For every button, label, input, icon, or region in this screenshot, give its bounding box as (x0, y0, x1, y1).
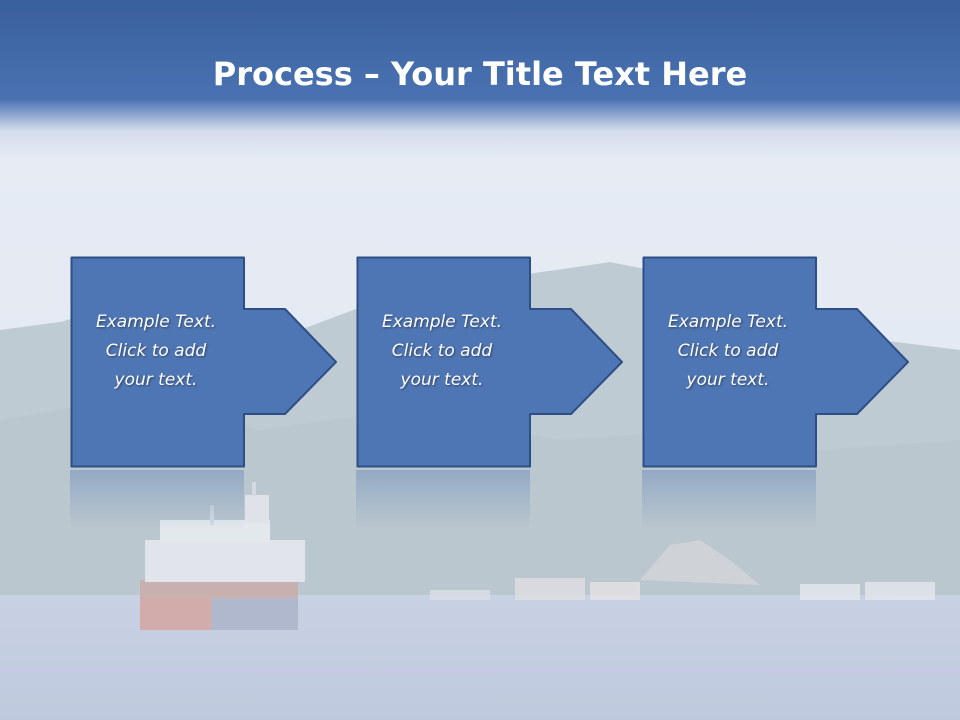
step-reflection (642, 470, 816, 530)
step-text[interactable]: Example Text. Click to add your text. (95, 312, 217, 390)
step-arrow-shape (70, 256, 337, 468)
process-step-3[interactable]: Example Text. Click to add your text. (642, 256, 922, 468)
title-band (0, 0, 960, 160)
step-reflection (356, 470, 530, 530)
step-arrow-shape (642, 256, 909, 468)
ship (140, 482, 305, 630)
step-arrow-shape (356, 256, 623, 468)
title-emphasis: Process (212, 55, 353, 93)
process-step-1[interactable]: Example Text. Click to add your text. (70, 256, 350, 468)
step-reflection (70, 470, 244, 530)
slide-title[interactable]: Process – Your Title Text Here (0, 52, 960, 96)
title-rest: – Your Title Text Here (352, 55, 748, 93)
step-text[interactable]: Example Text. Click to add your text. (381, 312, 503, 390)
step-text[interactable]: Example Text. Click to add your text. (667, 312, 789, 390)
harbor-buildings (430, 578, 935, 600)
rocky-hill (640, 540, 760, 585)
process-step-2[interactable]: Example Text. Click to add your text. (356, 256, 636, 468)
